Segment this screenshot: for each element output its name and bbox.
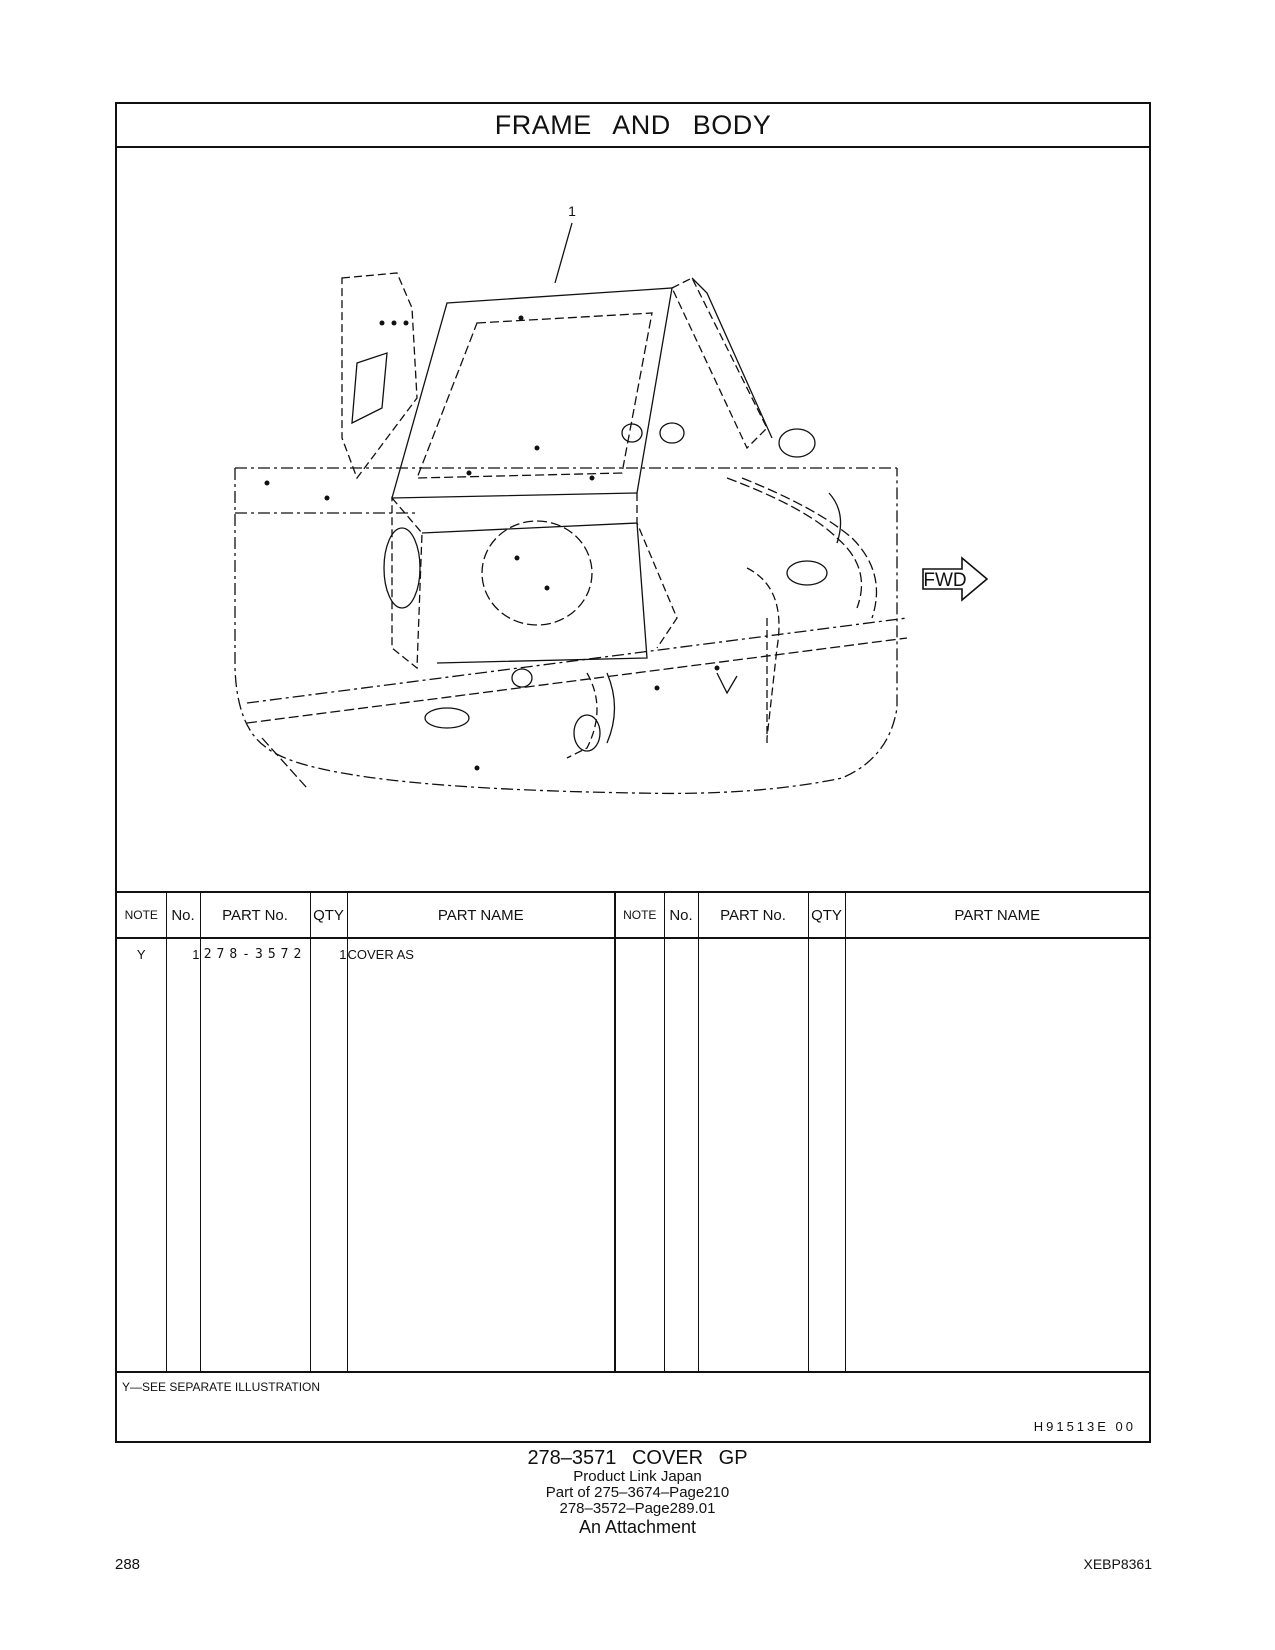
header-part-no: PART No. (199, 891, 311, 939)
header-qty-right: QTY (807, 891, 846, 939)
header-part-name-right: PART NAME (844, 891, 1149, 939)
row-part-no: 278-3572 (203, 947, 307, 962)
note-legend: Y—SEE SEPARATE ILLUSTRATION (122, 1380, 321, 1394)
page-caption: 278–3571 COVER GP Product Link Japan Par… (0, 1447, 1275, 1537)
table-header-row: NOTE No. PART No. QTY PART NAME NOTE No.… (117, 891, 1149, 939)
row-no: 1 (192, 947, 200, 962)
parts-list: NOTE No. PART No. QTY PART NAME NOTE No.… (117, 891, 1149, 1371)
exploded-illustration: 1 FWD (117, 148, 1149, 891)
callout-label: 1 (568, 203, 576, 219)
header-no: No. (165, 891, 201, 939)
empty-cell (807, 938, 846, 1371)
empty-cell (663, 938, 699, 1371)
caption-line-1: Product Link Japan (573, 1468, 702, 1485)
empty-cell (844, 938, 1149, 1371)
illustration-svg: 1 FWD (234, 203, 989, 795)
caption-line-4: An Attachment (578, 1517, 697, 1537)
fwd-direction-label: FWD (923, 570, 966, 591)
page-number: 288 (115, 1556, 141, 1573)
header-note: NOTE (117, 891, 167, 939)
parts-table: NOTE No. PART No. QTY PART NAME NOTE No.… (117, 891, 1149, 1371)
header-note-right: NOTE (614, 891, 665, 939)
row-qty: 1 (339, 947, 347, 962)
row-part-name: COVER AS (347, 947, 414, 962)
parts-page-frame: FRAME AND BODY (115, 102, 1151, 1443)
document-number: XEBP8361 (1083, 1556, 1153, 1572)
row-note: Y (136, 947, 146, 962)
header-part-name: PART NAME (346, 891, 616, 939)
header-part-no-right: PART No. (697, 891, 809, 939)
empty-cell (614, 938, 665, 1371)
table-footer: Y—SEE SEPARATE ILLUSTRATION H91513E 00 (117, 1371, 1149, 1443)
header-no-right: No. (663, 891, 699, 939)
caption-title: 278–3571 COVER GP (527, 1447, 748, 1469)
section-title: FRAME AND BODY (117, 104, 1149, 148)
caption-line-2: Part of 275–3674–Page210 (545, 1484, 730, 1501)
empty-cell (697, 938, 809, 1371)
table-row: Y 1 278-3572 1 COVER AS (117, 938, 1149, 1371)
header-qty: QTY (309, 891, 348, 939)
caption-line-3: 278–3572–Page289.01 (559, 1500, 716, 1517)
illustration-code: H91513E 00 (1033, 1419, 1136, 1434)
